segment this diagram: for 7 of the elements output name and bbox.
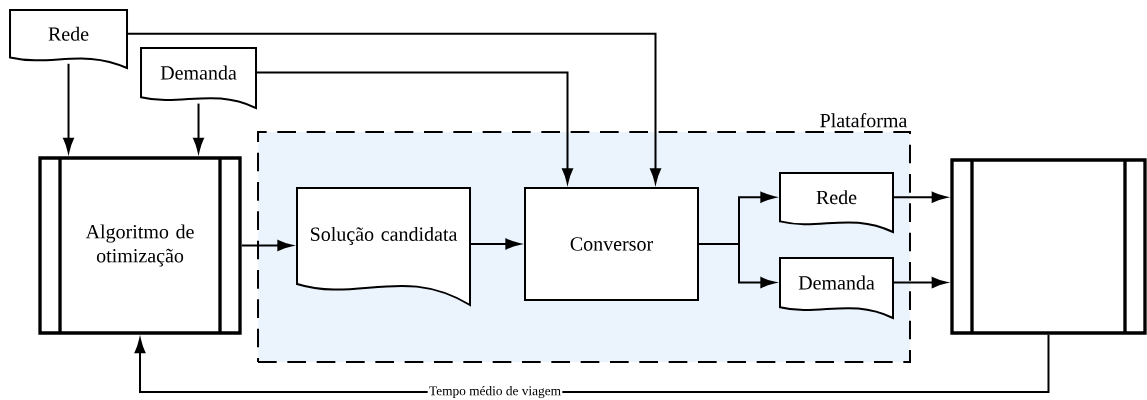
arrow <box>893 191 947 203</box>
process-box: Conversor <box>524 187 699 301</box>
node-label: Plataforma <box>820 113 908 128</box>
process-box: Algoritmo de otimização <box>38 156 242 335</box>
process-box <box>950 158 1147 335</box>
edge-label: Tempo médio de viagem <box>427 384 563 400</box>
arrow <box>470 238 521 250</box>
